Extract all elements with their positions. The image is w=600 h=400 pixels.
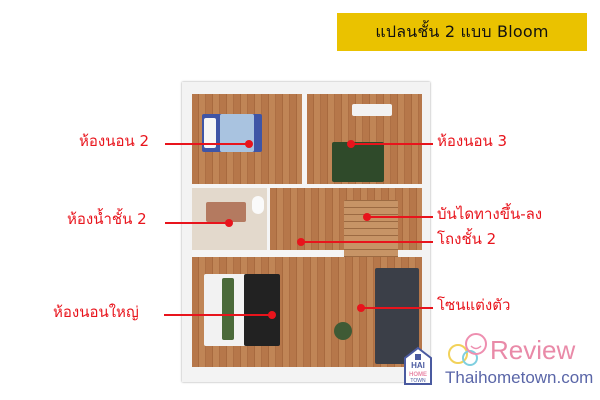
pillow-icon bbox=[222, 278, 234, 340]
label-bedroom-2: ห้องนอน 2 bbox=[79, 132, 150, 150]
wall bbox=[302, 94, 307, 188]
floor-plan bbox=[182, 82, 430, 382]
label-bedroom-3: ห้องนอน 3 bbox=[437, 132, 508, 150]
label-hall: โถงชั้น 2 bbox=[437, 230, 497, 248]
marker-dot bbox=[225, 219, 233, 227]
site-url: Thaihometown.com bbox=[445, 368, 594, 387]
wall bbox=[192, 250, 342, 257]
bath-floor bbox=[206, 202, 246, 222]
leader-line bbox=[164, 314, 272, 316]
wall bbox=[267, 188, 270, 250]
leader-line bbox=[367, 216, 433, 218]
label-dressing-zone: โซนแต่งตัว bbox=[437, 296, 511, 314]
leader-line bbox=[165, 143, 249, 145]
label-master-bedroom: ห้องนอนใหญ่ bbox=[53, 303, 139, 321]
wardrobe-icon bbox=[375, 268, 419, 364]
thaihometown-logo-icon: HAI HOME TOWN bbox=[403, 346, 433, 386]
pillow-icon bbox=[204, 118, 216, 148]
ottoman-icon bbox=[334, 322, 352, 340]
label-bathroom: ห้องน้ำชั้น 2 bbox=[67, 210, 147, 228]
label-stairs: บันไดทางขึ้น-ลง bbox=[437, 205, 543, 223]
bed-icon bbox=[332, 142, 384, 182]
smiley-bubbles-icon bbox=[446, 332, 490, 368]
title-banner: แปลนชั้น 2 แบบ Bloom bbox=[337, 13, 587, 51]
desk-icon bbox=[352, 104, 392, 116]
leader-line bbox=[165, 222, 229, 224]
svg-text:HOME: HOME bbox=[409, 372, 427, 378]
leader-line bbox=[361, 307, 433, 309]
leader-line bbox=[301, 241, 433, 243]
svg-text:HAI: HAI bbox=[411, 361, 425, 370]
svg-text:TOWN: TOWN bbox=[410, 378, 426, 384]
marker-dot bbox=[268, 311, 276, 319]
toilet-icon bbox=[252, 196, 264, 214]
marker-dot bbox=[245, 140, 253, 148]
leader-line bbox=[351, 143, 433, 145]
wall bbox=[192, 184, 422, 188]
blanket-icon bbox=[244, 274, 280, 346]
review-wordmark: Review bbox=[490, 335, 576, 365]
title-text: แปลนชั้น 2 แบบ Bloom bbox=[375, 21, 549, 41]
